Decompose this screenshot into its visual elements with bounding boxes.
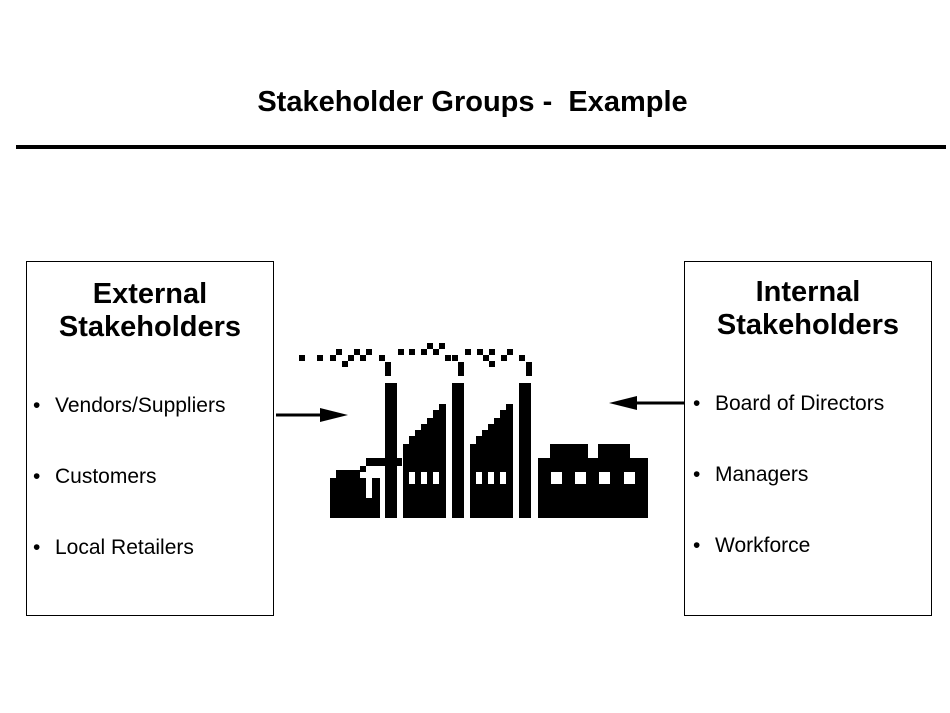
title-divider [16,145,946,149]
internal-list: • Board of Directors • Managers • Workforce [685,384,931,597]
internal-heading: Internal Stakeholders [685,276,931,342]
bullet-icon: • [693,534,701,557]
external-stakeholders-box: External Stakeholders • Vendors/Suppliers… [26,261,274,616]
internal-item-board: Board of Directors [715,392,885,415]
internal-heading-line2: Stakeholders [716,309,900,341]
external-list: • Vendors/Suppliers • Customers • Local Ret… [27,386,273,599]
external-heading: External Stakeholders [27,278,273,344]
bullet-icon: • [693,392,701,415]
internal-item-workforce: Workforce [715,534,811,557]
internal-stakeholders-box: Internal Stakeholders • Board of Director… [684,261,932,616]
list-item: • Workforce [685,526,931,597]
list-item: • Board of Directors [685,384,931,455]
list-item: • Managers [685,455,931,526]
external-heading-line1: External [92,278,208,310]
bullet-icon: • [33,536,41,559]
bullet-icon: • [33,394,41,417]
list-item: • Vendors/Suppliers [27,386,273,457]
external-item-retailers: Local Retailers [55,536,194,559]
bullet-icon: • [33,465,41,488]
external-heading-line2: Stakeholders [58,311,242,343]
external-item-vendors: Vendors/Suppliers [55,394,226,417]
factory-icon [299,343,648,518]
list-item: • Customers [27,457,273,528]
external-item-customers: Customers [55,465,157,488]
bullet-icon: • [693,463,701,486]
factory-windows [366,472,635,498]
list-item: • Local Retailers [27,528,273,599]
arrow-left-icon [609,396,684,410]
internal-item-managers: Managers [715,463,809,486]
arrow-right-icon [276,408,348,422]
internal-heading-line1: Internal [755,276,861,308]
page-title: Stakeholder Groups - Example [257,86,688,118]
